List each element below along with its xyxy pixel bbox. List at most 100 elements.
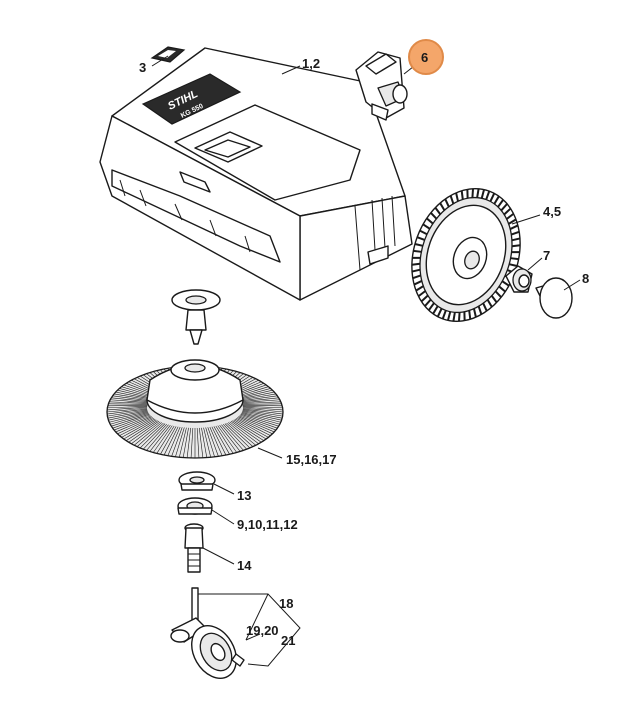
bristle bbox=[229, 421, 259, 445]
bristle bbox=[112, 414, 151, 429]
bristle bbox=[215, 425, 234, 454]
bristle bbox=[239, 395, 278, 402]
tread-lug bbox=[489, 192, 496, 202]
part-14-coupling[interactable] bbox=[184, 523, 204, 573]
tread-lug bbox=[510, 257, 519, 261]
callout-3[interactable]: 3 bbox=[139, 60, 146, 75]
tread-lug bbox=[511, 237, 521, 242]
tread-lug bbox=[419, 229, 428, 236]
bristle bbox=[175, 427, 185, 457]
tread-lug bbox=[426, 217, 434, 225]
callout-19-20[interactable]: 19,20 bbox=[246, 623, 279, 638]
tread-lug bbox=[439, 202, 446, 211]
bristle bbox=[211, 426, 227, 456]
bristle bbox=[126, 420, 158, 441]
tread-lug bbox=[422, 223, 431, 230]
part-13-flange[interactable] bbox=[178, 471, 216, 491]
callout-14[interactable]: 14 bbox=[237, 558, 252, 573]
brush-drive-shaft[interactable] bbox=[171, 289, 221, 345]
bristle bbox=[241, 399, 280, 403]
bristle bbox=[131, 421, 161, 445]
tread-lug bbox=[460, 190, 464, 200]
tread-lug bbox=[449, 195, 455, 205]
bristle bbox=[242, 408, 283, 415]
tread-lug bbox=[511, 244, 521, 248]
callout-15-16-17[interactable]: 15,16,17 bbox=[286, 452, 337, 467]
part-3-badge[interactable] bbox=[150, 46, 186, 63]
bristle bbox=[241, 412, 281, 423]
bristle bbox=[196, 427, 200, 458]
tread-lug bbox=[508, 218, 517, 225]
tread-lug bbox=[494, 290, 502, 298]
bristle bbox=[109, 401, 149, 404]
tread-lug bbox=[497, 199, 505, 208]
bristle bbox=[236, 417, 271, 436]
bristle bbox=[139, 423, 166, 449]
part-6-side-bracket[interactable] bbox=[355, 51, 408, 121]
callout-8[interactable]: 8 bbox=[582, 271, 589, 286]
bristle bbox=[221, 424, 244, 451]
tread-lug bbox=[412, 274, 422, 280]
bristle bbox=[233, 419, 267, 440]
tread-lug bbox=[455, 192, 459, 202]
tread-lug bbox=[434, 207, 442, 215]
bristle bbox=[107, 410, 148, 419]
tread-lug bbox=[452, 312, 456, 322]
bristle bbox=[201, 427, 208, 458]
tread-lug bbox=[493, 195, 500, 205]
tread-lug bbox=[411, 268, 421, 273]
part-15-16-17-disc-brush[interactable] bbox=[106, 359, 284, 459]
bristle bbox=[186, 427, 191, 458]
bristle bbox=[128, 420, 160, 443]
callout-7[interactable]: 7 bbox=[543, 248, 550, 263]
bristle bbox=[119, 417, 154, 436]
callout-9-10-11-12[interactable]: 9,10,11,12 bbox=[237, 517, 298, 532]
bristle bbox=[241, 401, 281, 404]
part-4-5-wheel[interactable] bbox=[394, 173, 538, 336]
callout-4-5[interactable]: 4,5 bbox=[543, 204, 561, 219]
bristle bbox=[182, 427, 189, 458]
bristle bbox=[107, 405, 148, 409]
bristle bbox=[123, 419, 157, 440]
part-8-hub-cap[interactable] bbox=[535, 277, 573, 319]
bristle bbox=[107, 406, 148, 411]
callout-6[interactable]: 6 bbox=[421, 50, 428, 65]
tread-lug bbox=[490, 295, 498, 303]
bristle bbox=[106, 407, 148, 413]
tread-lug bbox=[432, 305, 439, 315]
bristle bbox=[156, 425, 175, 454]
bristle bbox=[190, 427, 194, 458]
callout-18[interactable]: 18 bbox=[279, 596, 293, 611]
callout-labels: 3 1,2 6 4,5 7 8 15,16,17 13 9,10,11,12 1… bbox=[139, 39, 589, 648]
tread-lug bbox=[416, 236, 425, 241]
tread-lug bbox=[500, 203, 508, 212]
tread-lug bbox=[476, 188, 480, 198]
wheel-tread bbox=[411, 188, 521, 322]
bristle bbox=[108, 411, 148, 421]
bristle bbox=[205, 427, 215, 457]
callout-6-highlight-circle[interactable] bbox=[408, 39, 444, 75]
tread-lug bbox=[411, 262, 421, 266]
bristle bbox=[224, 423, 251, 449]
callout-13[interactable]: 13 bbox=[237, 488, 251, 503]
part-21-axle-clip[interactable] bbox=[231, 653, 245, 667]
bristle bbox=[136, 422, 164, 447]
part-7-bushing[interactable] bbox=[505, 265, 533, 293]
bristle bbox=[209, 426, 223, 456]
part-9-10-11-12-lock-ring[interactable] bbox=[177, 497, 213, 515]
tread-lug bbox=[420, 294, 429, 303]
part-1-2-housing-cover[interactable]: STIHL KG 550 bbox=[99, 47, 413, 301]
tread-lug bbox=[441, 310, 447, 320]
bristle bbox=[163, 426, 179, 456]
bristle bbox=[107, 405, 148, 407]
callout-1-2[interactable]: 1,2 bbox=[302, 56, 320, 71]
part-19-20-caster-wheel[interactable] bbox=[183, 618, 246, 686]
bristle bbox=[238, 416, 275, 433]
callout-21[interactable]: 21 bbox=[281, 633, 295, 648]
bristle bbox=[114, 393, 151, 401]
bristle bbox=[240, 413, 279, 427]
tread-lug bbox=[486, 299, 493, 308]
bristle bbox=[226, 422, 254, 447]
tread-lug bbox=[457, 312, 461, 322]
bristle bbox=[222, 423, 247, 450]
